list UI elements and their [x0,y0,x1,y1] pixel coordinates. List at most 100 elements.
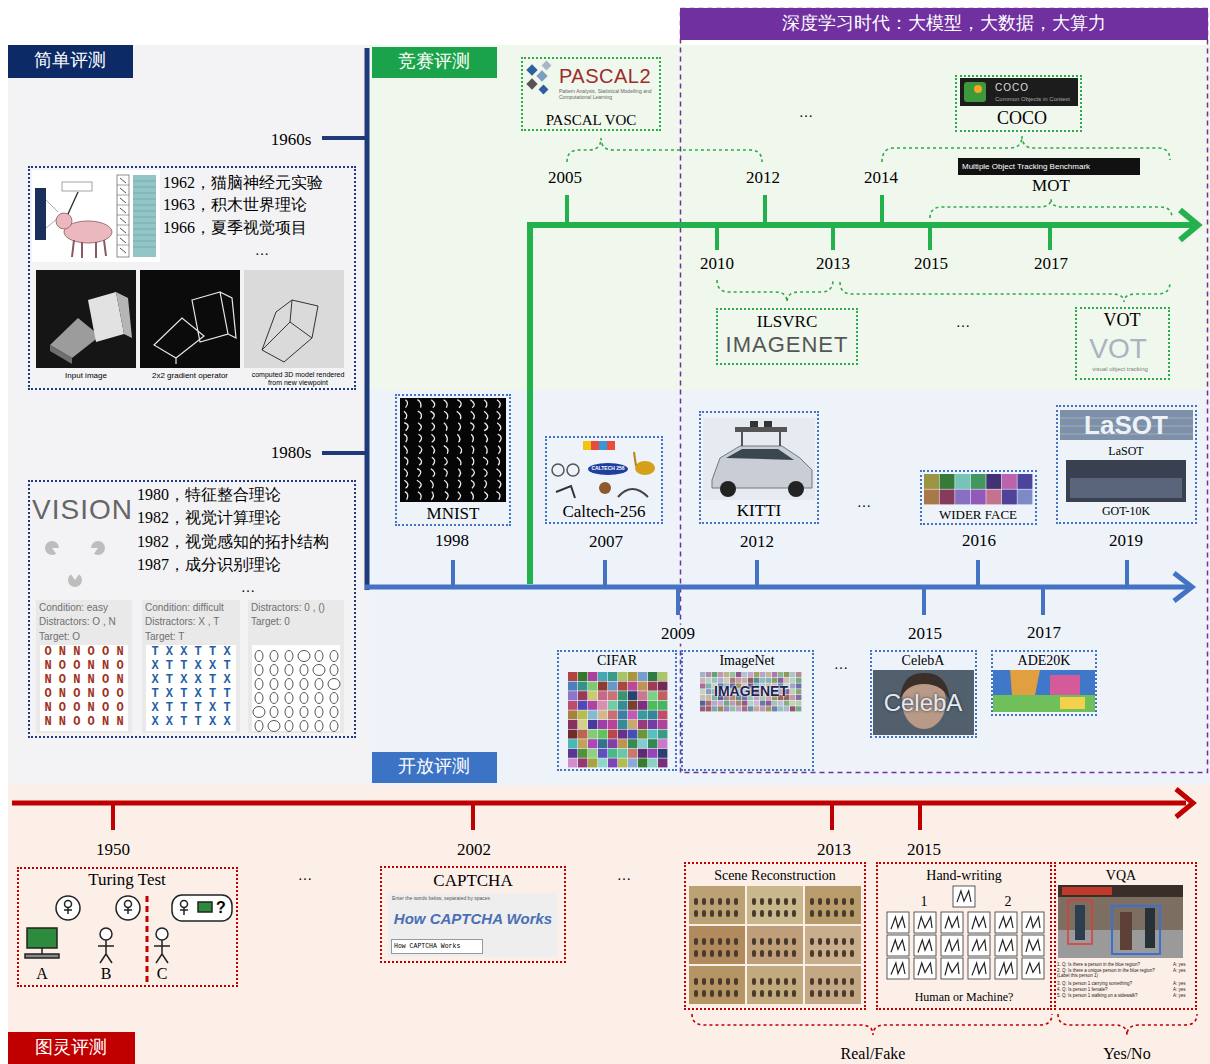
digit-image [444,411,448,419]
node-text: MOT [1032,177,1070,196]
car-photo [750,421,758,427]
dataset-images [608,701,617,710]
turing-figures [65,901,72,908]
dataset-box: WIDER FACE [920,470,1037,525]
dataset-images [712,701,717,706]
node-text: How CAPTCHA Works [394,943,460,950]
dataset-images [648,758,657,767]
node-text: X X T T X X [151,716,230,729]
scene-photos [842,910,846,917]
dataset-images [578,682,587,691]
digit-image [404,423,408,431]
scene-photos [768,898,772,905]
scene-photos [842,950,846,957]
dataset-images [742,706,747,711]
node-text: 深度学习时代：大模型，大数据，大算力 [782,14,1106,34]
digit-image [445,492,448,500]
oval-grid [328,679,340,690]
node-text: … [241,580,255,595]
object-images [556,486,575,498]
cat-experiment-figure [72,240,106,258]
timeline-axis [12,801,1186,806]
dataset-images [700,683,705,688]
timeline-axis [12,48,1198,830]
handwriting-glyphs [1022,935,1044,956]
node-text: 1982，视觉计算理论 [137,509,281,527]
dataset-images [628,691,637,700]
timeline-axis [567,195,1050,250]
dataset-images [712,678,717,683]
scene-photos [752,938,756,945]
digit-image [498,434,501,442]
digit-image [497,423,501,431]
digit-image [471,469,474,477]
scene-photos [734,978,738,985]
axis-label: 2015 [906,625,944,644]
turing-figures [154,940,170,963]
scene-photos [776,990,780,997]
node-text: O N O N O O [44,688,123,701]
scene-photos [689,926,745,964]
oval-grid [270,707,278,718]
scene-photos [752,898,756,905]
turing-figures [198,902,212,912]
scene-photos [689,966,745,1004]
dataset-images [588,739,597,748]
digit-image [444,423,447,431]
dataset-images [754,701,759,706]
node-text: 1962，猫脑神经元实验 [163,174,323,192]
node-text: CIFAR [597,653,637,668]
axis-label: … [797,105,815,120]
scene-photos [842,898,846,905]
milestone-box: 1962，猫脑神经元实验1963，积木世界理论1966，夏季视觉项目…Input… [28,166,356,390]
test-box: Hand-writing12Human or Machine? [876,862,1052,1010]
node-text: Distractors: 0 , () [251,602,325,613]
benchmark-box: COCOCOCOCommon Objects in Context [955,75,1082,132]
node-text: A: yes [1173,969,1186,974]
handwriting-glyphs [887,935,909,956]
node-text: COCO [997,109,1047,129]
digit-image [497,400,500,408]
node-text: CelebA [884,690,963,716]
scene-parsing-image [993,695,1095,712]
oval-grid [285,707,293,718]
dataset-images [940,490,955,505]
dataset-images [638,758,647,767]
dataset-images [940,474,955,489]
dataset-images [766,701,771,706]
node-text: A: yes [1173,963,1186,968]
dataset-images [736,706,741,711]
dataset-images [618,691,627,700]
scene-photos [710,978,714,985]
digit-image [458,423,460,431]
digit-image [484,423,488,431]
oval-grid [315,679,323,690]
node-text: Common Objects in Context [995,96,1070,103]
handwriting-glyphs [972,963,986,975]
node-text: KITTI [737,502,781,521]
dataset-images [718,706,723,711]
scene-photos [850,990,854,997]
dataset-images [772,678,777,683]
node-text: CAPTCHA [433,872,512,891]
oval-grid [313,665,325,676]
node-text: ILSVRC [757,313,817,332]
dataset-images [730,706,735,711]
scene-parsing-image [1060,697,1085,709]
oval-grid [255,721,263,732]
timeline-axis [1176,789,1193,817]
bracket [567,136,1172,302]
oval-grid [270,651,278,662]
logo-badge-ground [1060,410,1193,440]
dataset-images [618,672,627,681]
digit-image [417,400,421,408]
scene-photos [810,898,814,905]
digit-image [417,469,421,477]
digit-image [418,434,421,442]
dataset-images [748,672,753,677]
dataset-box: CelebACelebA [870,650,977,738]
digit-image [484,492,487,500]
scene-photos [834,910,838,917]
object-images [618,489,648,497]
